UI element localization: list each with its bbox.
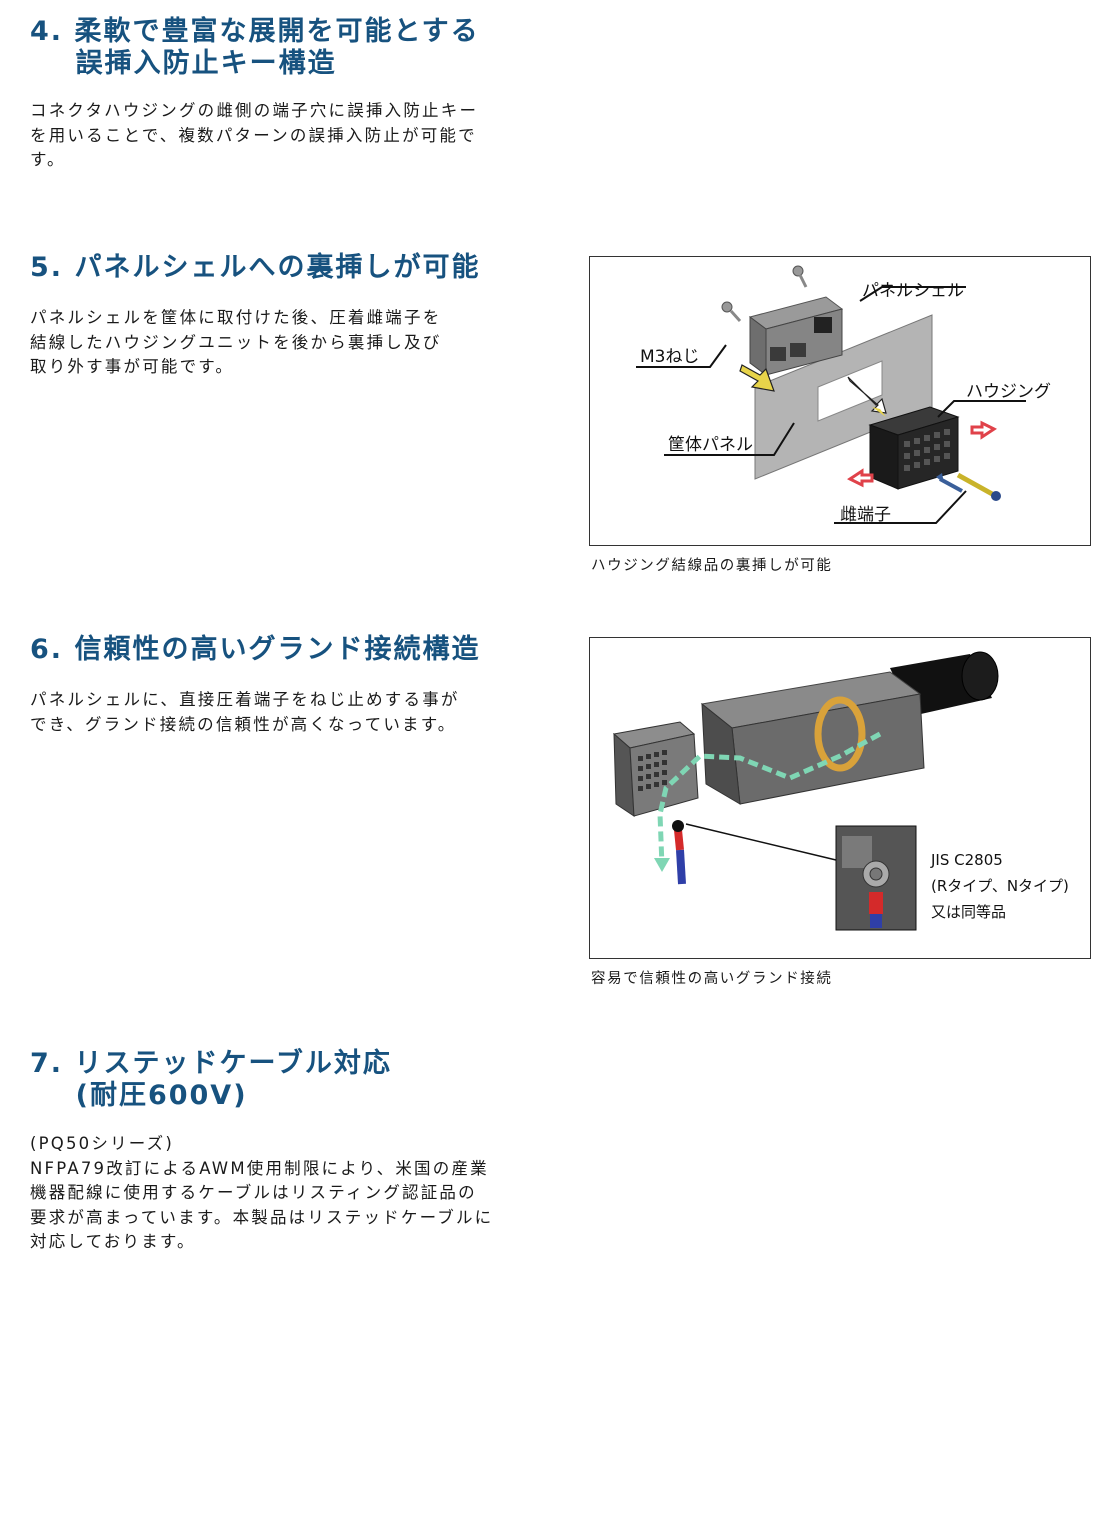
cable-end (961, 651, 999, 701)
figure-2-caption: 容易で信頼性の高いグランド接続 (591, 971, 833, 987)
panel-cutout-shape (817, 360, 883, 422)
section-4-heading-line1: 4. 柔軟で豊富な展開を可能とする (30, 16, 480, 47)
back-insertion-illustration (636, 265, 1026, 524)
leader-housing (937, 400, 1026, 418)
figure-1-caption: ハウジング結線品の裏挿しが可能 (591, 558, 833, 574)
section-6-heading: 6. 信頼性の高いグランド接続構造 (30, 634, 481, 665)
callout-line-1: JIS C2805 (931, 851, 1003, 869)
label-housing: ハウジング (966, 382, 1051, 402)
section-6-body: パネルシェルに、直接圧着端子をねじ止めする事が でき、グランド接続の信頼性が高く… (30, 690, 460, 734)
leader-female-terminal (834, 490, 967, 524)
insert-arrow-red-2 (847, 468, 874, 488)
ground-ring (814, 696, 866, 772)
section-7-body: (PQ50シリーズ) NFPA79改訂によるAWM使用制限により、米国の産業 機… (30, 1134, 494, 1251)
callout-leader (685, 823, 837, 861)
ground-wire-red (674, 829, 684, 851)
ground-path-arrow (657, 731, 882, 867)
panel-shell-window (814, 317, 832, 333)
label-panel-shell: パネルシェル (862, 281, 964, 301)
leader-enclosure-panel (664, 422, 795, 456)
section-7-heading-line1: 7. リステッドケーブル対応 (30, 1048, 392, 1079)
section-4-body: コネクタハウジングの雌側の端子穴に誤挿入防止キー を用いることで、複数パターンの… (30, 101, 479, 169)
leader-m3 (636, 344, 727, 368)
callout-line-2: (Rタイプ、Nタイプ) (931, 877, 1069, 895)
label-m3-screw: M3ねじ (640, 347, 700, 367)
leader-panel-shell (859, 286, 966, 302)
ground-wire-blue (676, 849, 686, 885)
screw-1 (792, 265, 808, 288)
label-female-terminal: 雌端子 (840, 505, 891, 525)
section-7-heading-line2: (耐圧600V) (30, 1080, 248, 1111)
label-enclosure-panel: 筐体パネル (668, 435, 753, 455)
insert-arrow-red-1 (970, 420, 997, 440)
figure-back-insertion: パネルシェル M3ねじ ハウジング 筐体パネル 雌端子 (589, 256, 1091, 546)
callout-line-3: 又は同等品 (931, 903, 1007, 921)
housing-side (869, 424, 899, 490)
section-5-heading: 5. パネルシェルへの裏挿しが可能 (30, 252, 481, 283)
terminal-pin-1 (939, 477, 963, 493)
ground-connection-illustration (612, 651, 999, 931)
section-4-heading-line2: 誤挿入防止キー構造 (30, 48, 337, 79)
figure-ground-connection: JIS C2805 (Rタイプ、Nタイプ) 又は同等品 (589, 637, 1091, 959)
screw-2 (721, 301, 742, 323)
section-5-body: パネルシェルを筐体に取付けた後、圧着雌端子を 結線したハウジングユニットを後から… (30, 308, 442, 376)
terminal-pin-2 (956, 472, 996, 498)
insert-arrow-yellow (739, 364, 775, 392)
